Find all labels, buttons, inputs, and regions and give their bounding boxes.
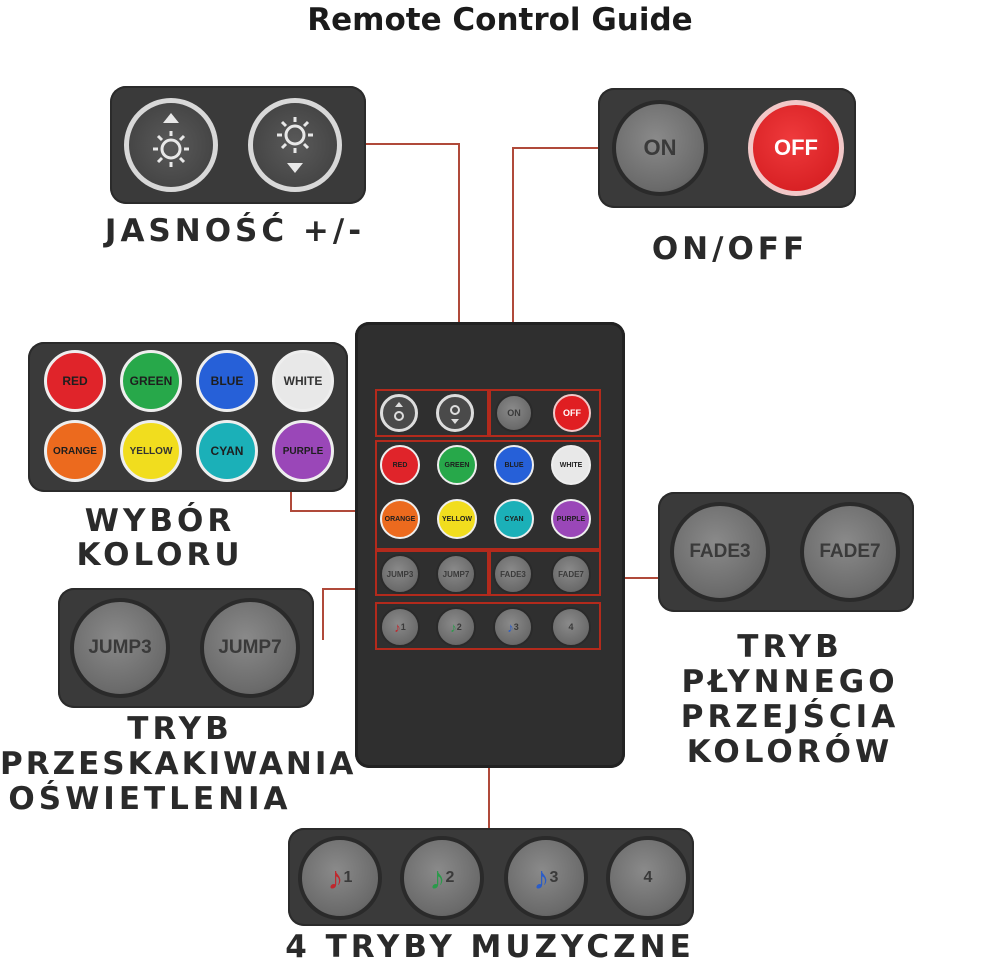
jump-caption-line1: TRYB	[127, 711, 233, 747]
color-cyan-button[interactable]: CYAN	[196, 420, 258, 482]
onoff-caption: ON/OFF	[651, 231, 809, 267]
remote-control: ON OFF RED GREEN BLUE WHITE ORANGE YELLOW CYAN…	[355, 322, 625, 768]
on-button[interactable]: ON	[612, 100, 708, 196]
remote-off-button[interactable]: OFF	[553, 394, 591, 432]
remote-color-cyan-button[interactable]: CYAN	[494, 499, 534, 539]
remote-color-yellow-button[interactable]: YELLOW	[437, 499, 477, 539]
music-4-button[interactable]: 4	[606, 836, 690, 920]
jump-caption-line2: PRZESKAKIWANIA	[0, 746, 357, 782]
remote-jump7-button[interactable]: JUMP7	[436, 554, 476, 594]
fade-caption-line3: PRZEJŚCIA	[680, 699, 900, 735]
music-note-icon: ♪	[429, 859, 446, 896]
music-note-icon: ♪	[450, 619, 457, 635]
remote-music-2-button[interactable]: ♪2	[436, 607, 476, 647]
remote-brightness-down-button[interactable]	[436, 394, 474, 432]
music-note-icon: ♪	[507, 619, 514, 635]
page-title: Remote Control Guide	[307, 2, 693, 38]
remote-brightness-up-button[interactable]	[380, 394, 418, 432]
remote-music-3-button[interactable]: ♪3	[493, 607, 533, 647]
color-yellow-button[interactable]: YELLOW	[120, 420, 182, 482]
off-button[interactable]: OFF	[748, 100, 844, 196]
brightness-caption: JASNOŚĆ +/-	[104, 213, 366, 249]
remote-onoff-box	[489, 389, 601, 437]
remote-music-1-button[interactable]: ♪1	[380, 607, 420, 647]
music-caption: 4 TRYBY MUZYCZNE	[285, 929, 695, 965]
music-2-label: 2	[456, 622, 462, 632]
music-note-icon: ♪	[327, 859, 344, 896]
music-3-label: 3	[513, 622, 519, 632]
music-3-button[interactable]: ♪3	[504, 836, 588, 920]
fade3-button[interactable]: FADE3	[670, 502, 770, 602]
remote-brightness-down-icon	[450, 405, 460, 424]
remote-color-box	[375, 440, 601, 550]
remote-jump-box	[375, 550, 489, 596]
music-1-label: 1	[400, 622, 406, 632]
brightness-panel	[110, 86, 366, 204]
remote-brightness-box	[375, 389, 489, 437]
remote-brightness-up-icon	[394, 402, 404, 421]
brightness-up-icon	[153, 113, 189, 167]
music-2-label: 2	[445, 869, 455, 886]
fade-caption-line2: PŁYNNEGO	[681, 664, 899, 700]
color-green-button[interactable]: GREEN	[120, 350, 182, 412]
color-caption-line1: WYBÓR	[84, 503, 236, 539]
music-note-icon: ♪	[533, 859, 550, 896]
remote-jump3-button[interactable]: JUMP3	[380, 554, 420, 594]
fade-panel: FADE3 FADE7	[658, 492, 914, 612]
brightness-up-button[interactable]	[124, 98, 218, 192]
remote-fade-box	[489, 550, 601, 596]
music-1-label: 1	[343, 869, 353, 886]
music-3-label: 3	[549, 869, 559, 886]
remote-color-purple-button[interactable]: PURPLE	[551, 499, 591, 539]
brightness-down-icon	[277, 117, 313, 173]
music-1-button[interactable]: ♪1	[298, 836, 382, 920]
remote-fade7-button[interactable]: FADE7	[551, 554, 591, 594]
remote-color-green-button[interactable]: GREEN	[437, 445, 477, 485]
color-orange-button[interactable]: ORANGE	[44, 420, 106, 482]
jump-panel: JUMP3 JUMP7	[58, 588, 314, 708]
remote-color-white-button[interactable]: WHITE	[551, 445, 591, 485]
remote-color-blue-button[interactable]: BLUE	[494, 445, 534, 485]
remote-on-button[interactable]: ON	[495, 394, 533, 432]
color-blue-button[interactable]: BLUE	[196, 350, 258, 412]
music-note-icon: ♪	[394, 619, 401, 635]
brightness-down-button[interactable]	[248, 98, 342, 192]
color-caption-line2: KOLORU	[76, 537, 244, 573]
fade-caption-line1: TRYB	[737, 629, 843, 665]
remote-color-red-button[interactable]: RED	[380, 445, 420, 485]
onoff-panel: ON OFF	[598, 88, 856, 208]
color-red-button[interactable]: RED	[44, 350, 106, 412]
remote-music-4-button[interactable]: 4	[551, 607, 591, 647]
remote-fade3-button[interactable]: FADE3	[493, 554, 533, 594]
color-purple-button[interactable]: PURPLE	[272, 420, 334, 482]
jump-caption-line3: OŚWIETLENIA	[8, 781, 292, 817]
music-4-label: 4	[568, 622, 574, 632]
music-2-button[interactable]: ♪2	[400, 836, 484, 920]
jump3-button[interactable]: JUMP3	[70, 598, 170, 698]
fade7-button[interactable]: FADE7	[800, 502, 900, 602]
remote-color-orange-button[interactable]: ORANGE	[380, 499, 420, 539]
jump7-button[interactable]: JUMP7	[200, 598, 300, 698]
color-white-button[interactable]: WHITE	[272, 350, 334, 412]
music-4-label: 4	[643, 869, 653, 886]
fade-caption-line4: KOLORÓW	[686, 734, 894, 770]
remote-music-box	[375, 602, 601, 650]
